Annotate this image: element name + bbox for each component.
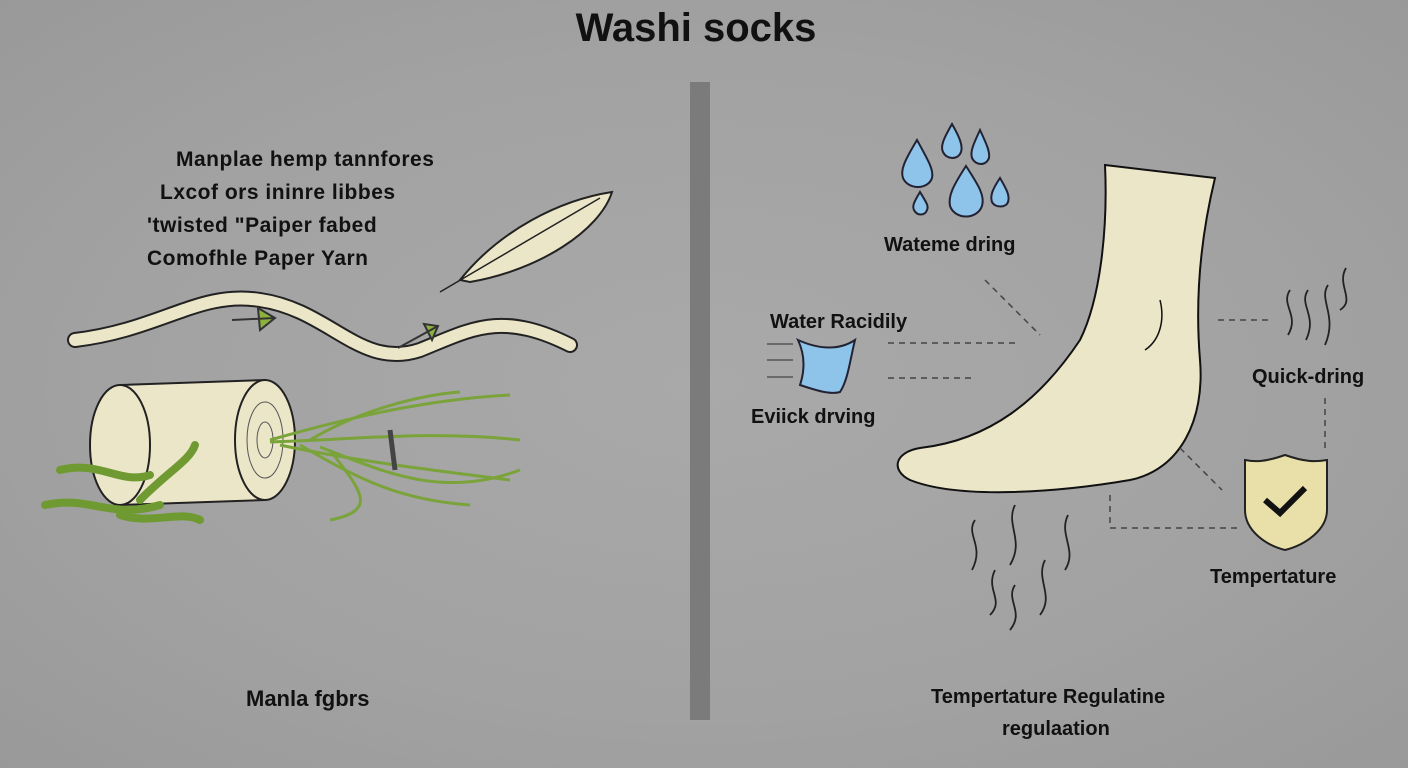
cloth-icon bbox=[795, 337, 857, 394]
arrow-icon bbox=[231, 306, 277, 332]
steam-icon bbox=[1286, 267, 1348, 346]
left-caption: Manla fgbrs bbox=[246, 686, 370, 711]
feather-icon bbox=[439, 190, 614, 293]
grass-bundle bbox=[269, 390, 521, 522]
intro-line: 'twisted "Paiper fabed bbox=[147, 214, 378, 237]
label-water-drops: Wateme dring bbox=[884, 234, 1016, 256]
page-title: Washi socks bbox=[575, 6, 817, 50]
caption-line: Tempertature Regulatine bbox=[931, 686, 1166, 708]
label-temperature: Tempertature bbox=[1210, 566, 1337, 588]
label-wick-drying: Eviick drving bbox=[751, 406, 876, 428]
label-quick-drying: Quick-dring bbox=[1252, 366, 1365, 388]
intro-line: Lxcof ors ininre libbes bbox=[160, 181, 396, 204]
intro-line: Comofhle Paper Yarn bbox=[147, 247, 369, 270]
arrow-icon bbox=[397, 322, 440, 349]
foot-illustration bbox=[896, 163, 1217, 494]
dashed-connectors bbox=[888, 279, 1326, 529]
label-water-rapidly: Water Racidily bbox=[770, 311, 908, 333]
heat-waves-icon bbox=[971, 504, 1071, 631]
caption-line: regulaation bbox=[1002, 718, 1110, 740]
divider bbox=[690, 82, 710, 720]
fiber-strips bbox=[41, 441, 204, 524]
water-drops-icon bbox=[901, 121, 1010, 218]
intro-line: Manplae hemp tannfores bbox=[176, 148, 435, 171]
shield-check-icon bbox=[1244, 453, 1328, 552]
